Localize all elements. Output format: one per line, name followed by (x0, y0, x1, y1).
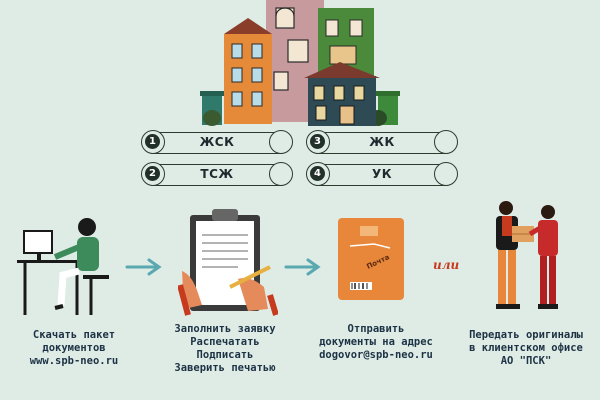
step-1-caption: Скачать пакет документов www.spb-neo.ru (29, 329, 119, 367)
option-label-uk: УК (371, 167, 393, 181)
option-label-zhsk: ЖСК (199, 135, 235, 149)
option-label-tszh: ТСЖ (200, 167, 234, 181)
or-label: или (433, 258, 460, 272)
pill-end-circle (269, 162, 293, 186)
option-zhk: 3 ЖК (306, 130, 458, 154)
step-3-caption: Отправить документы на адрес dogovor@spb… (319, 323, 433, 361)
envelope-icon: Почта (336, 214, 408, 302)
pill-end-circle (434, 162, 458, 186)
option-tszh: 2 ТСЖ (141, 162, 293, 186)
courier-delivery-icon (496, 201, 558, 309)
option-uk: 4 УК (306, 162, 458, 186)
houses-illustration (200, 0, 400, 126)
number-badge-2: 2 (141, 162, 165, 186)
step-2-caption: Заполнить заявку Распечатать Подписать З… (174, 323, 276, 374)
number-badge-1: 1 (141, 130, 165, 154)
number-badge-3: 3 (306, 130, 330, 154)
number-badge-4: 4 (306, 162, 330, 186)
clipboard-icon (178, 209, 278, 316)
pill-end-circle (269, 130, 293, 154)
option-label-zhk: ЖК (369, 135, 395, 149)
option-zhsk: 1 ЖСК (141, 130, 293, 154)
pill-end-circle (434, 130, 458, 154)
orange-building (224, 34, 272, 124)
step-4-caption: Передать оригиналы в клиентском офисе АО… (469, 329, 583, 367)
arrow-right-icon (125, 258, 162, 276)
person-at-computer-icon (17, 218, 109, 315)
arrow-right-icon (284, 258, 321, 276)
